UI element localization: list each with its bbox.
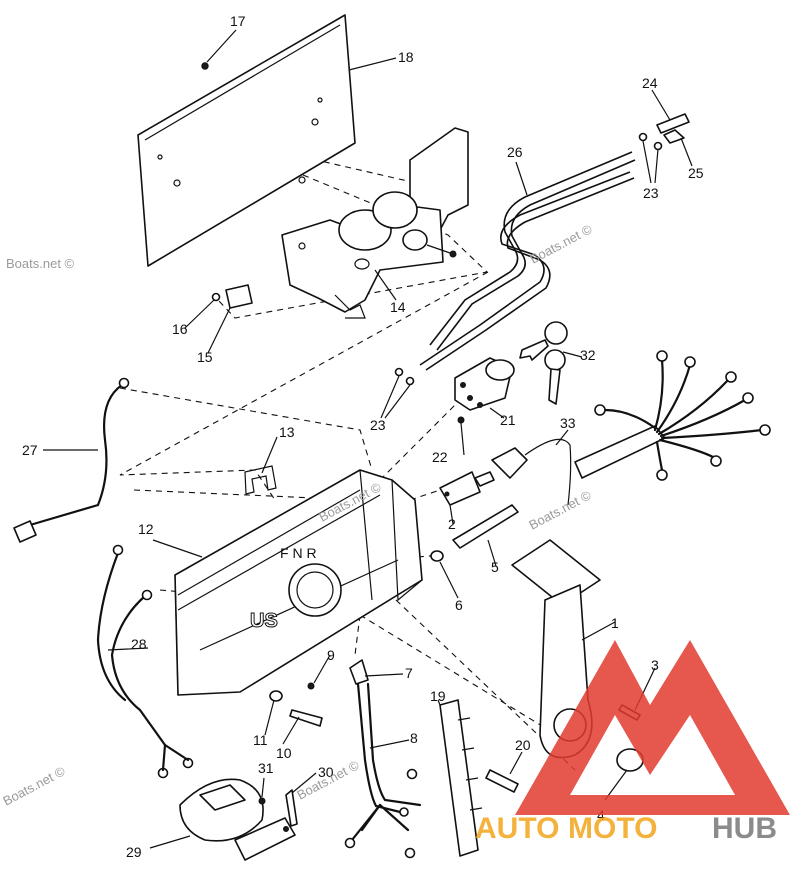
part-20-bolt bbox=[485, 769, 519, 793]
callout-23-top: 23 bbox=[643, 185, 659, 201]
part-14-control-mechanism bbox=[281, 127, 469, 319]
part-8-harness bbox=[344, 682, 422, 859]
callout-26: 26 bbox=[507, 144, 523, 160]
part-17-screw bbox=[201, 62, 209, 70]
callout-32: 32 bbox=[580, 347, 596, 363]
part-2-switch bbox=[439, 471, 495, 506]
callout-9: 9 bbox=[327, 647, 335, 663]
watermark-text: Boats.net © bbox=[526, 487, 594, 532]
callout-24: 24 bbox=[642, 75, 658, 91]
watermark-text: Boats.net © bbox=[0, 763, 68, 808]
callout-15: 15 bbox=[197, 349, 213, 365]
callout-28: 28 bbox=[131, 636, 147, 652]
callout-8: 8 bbox=[410, 730, 418, 746]
shift-marks: F N R bbox=[280, 545, 317, 561]
part-6-grommet bbox=[430, 550, 444, 562]
part-32-keys bbox=[519, 321, 568, 405]
callout-5: 5 bbox=[491, 559, 499, 575]
part-10-bolt bbox=[289, 709, 323, 727]
part-7-cable-grip bbox=[349, 659, 369, 685]
callout-19: 19 bbox=[430, 688, 446, 704]
callout-22: 22 bbox=[432, 449, 448, 465]
logo-triangle-icon bbox=[515, 640, 790, 815]
callout-3: 3 bbox=[651, 657, 659, 673]
part-15-bracket bbox=[225, 284, 253, 309]
callout-21: 21 bbox=[500, 412, 516, 428]
part-19-terminal-block bbox=[439, 699, 483, 857]
callout-2: 2 bbox=[448, 516, 456, 532]
part-31-screw bbox=[258, 797, 266, 805]
callout-17: 17 bbox=[230, 13, 246, 29]
logo-text-moto: MOTO bbox=[568, 812, 657, 845]
part-13-clip bbox=[244, 465, 277, 495]
watermark-text: Boats.net © bbox=[527, 221, 595, 266]
callout-1: 1 bbox=[611, 615, 619, 631]
callout-31: 31 bbox=[258, 760, 274, 776]
callout-33: 33 bbox=[560, 415, 576, 431]
callout-12: 12 bbox=[138, 521, 154, 537]
wire-harness bbox=[574, 350, 771, 481]
logo-text-hub: HUB bbox=[712, 812, 777, 845]
callout-7: 7 bbox=[405, 665, 413, 681]
part-12-control-housing: US F N R bbox=[174, 469, 423, 696]
part-5-sleeve bbox=[452, 504, 519, 549]
callout-14: 14 bbox=[390, 299, 406, 315]
part-11-washer bbox=[269, 690, 283, 702]
callout-23-mid: 23 bbox=[370, 417, 386, 433]
part-25-clip bbox=[663, 129, 685, 144]
automotohub-logo: AUTO MOTO HUB bbox=[475, 640, 790, 845]
watermark-text: Boats.net © bbox=[6, 256, 75, 271]
part-24-pin bbox=[656, 113, 690, 134]
part-16-washer bbox=[211, 292, 221, 302]
housing-us-mark: US bbox=[250, 610, 278, 632]
callout-6: 6 bbox=[455, 597, 463, 613]
part-29-horn bbox=[179, 778, 296, 861]
part-23-washers-mid bbox=[394, 367, 415, 386]
callout-20: 20 bbox=[515, 737, 531, 753]
logo-text-auto: AUTO bbox=[475, 812, 559, 845]
part-33-lanyard-switch bbox=[491, 438, 572, 506]
callout-29: 29 bbox=[126, 844, 142, 860]
callout-27: 27 bbox=[22, 442, 38, 458]
part-26-control-cables bbox=[419, 151, 636, 371]
callout-11: 11 bbox=[253, 732, 268, 748]
callout-18: 18 bbox=[398, 49, 414, 65]
callout-10: 10 bbox=[276, 745, 292, 761]
part-9-screw bbox=[307, 682, 315, 690]
callout-leaders bbox=[43, 29, 693, 849]
part-23-washers-top bbox=[638, 132, 663, 151]
part-18-mounting-plate bbox=[137, 14, 356, 267]
part-22-screw bbox=[457, 416, 465, 424]
part-28-wires bbox=[96, 544, 194, 779]
part-27-lanyard-wire bbox=[13, 377, 130, 543]
callout-30: 30 bbox=[318, 764, 334, 780]
part-30-screw bbox=[285, 789, 298, 827]
callout-25: 25 bbox=[688, 165, 704, 181]
callout-13: 13 bbox=[279, 424, 295, 440]
part-21-ignition-switch bbox=[454, 357, 515, 411]
callout-16: 16 bbox=[172, 321, 188, 337]
